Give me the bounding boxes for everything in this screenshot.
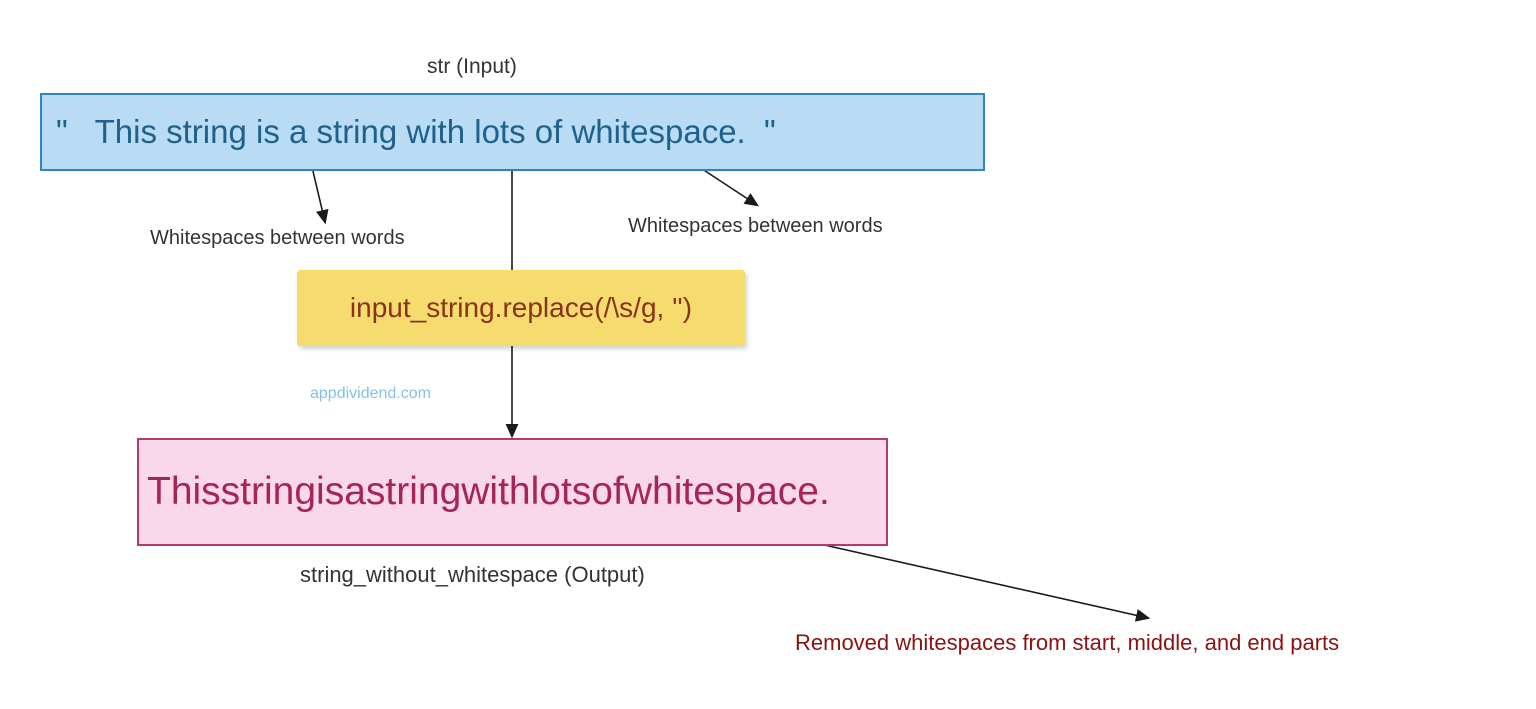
input-string-box: " This string is a string with lots of w…	[40, 93, 985, 171]
watermark-text: appdividend.com	[310, 385, 431, 402]
output-string-box: Thisstringisastringwithlotsofwhitespace.	[137, 438, 888, 546]
input-variable-label: str (Input)	[427, 55, 517, 78]
arrow-to-removed-annotation	[819, 543, 1151, 622]
input-string-text: " This string is a string with lots of w…	[56, 113, 776, 150]
left-whitespace-annotation: Whitespaces between words	[150, 227, 405, 249]
replace-code-text: input_string.replace(/\s/g, '')	[349, 292, 693, 323]
removed-whitespace-annotation: Removed whitespaces from start, middle, …	[795, 630, 1340, 655]
output-variable-label: string_without_whitespace (Output)	[300, 562, 645, 587]
right-whitespace-annotation: Whitespaces between words	[628, 215, 883, 237]
output-string-text: Thisstringisastringwithlotsofwhitespace.	[147, 470, 830, 513]
replace-code-box: input_string.replace(/\s/g, '')	[297, 270, 745, 346]
